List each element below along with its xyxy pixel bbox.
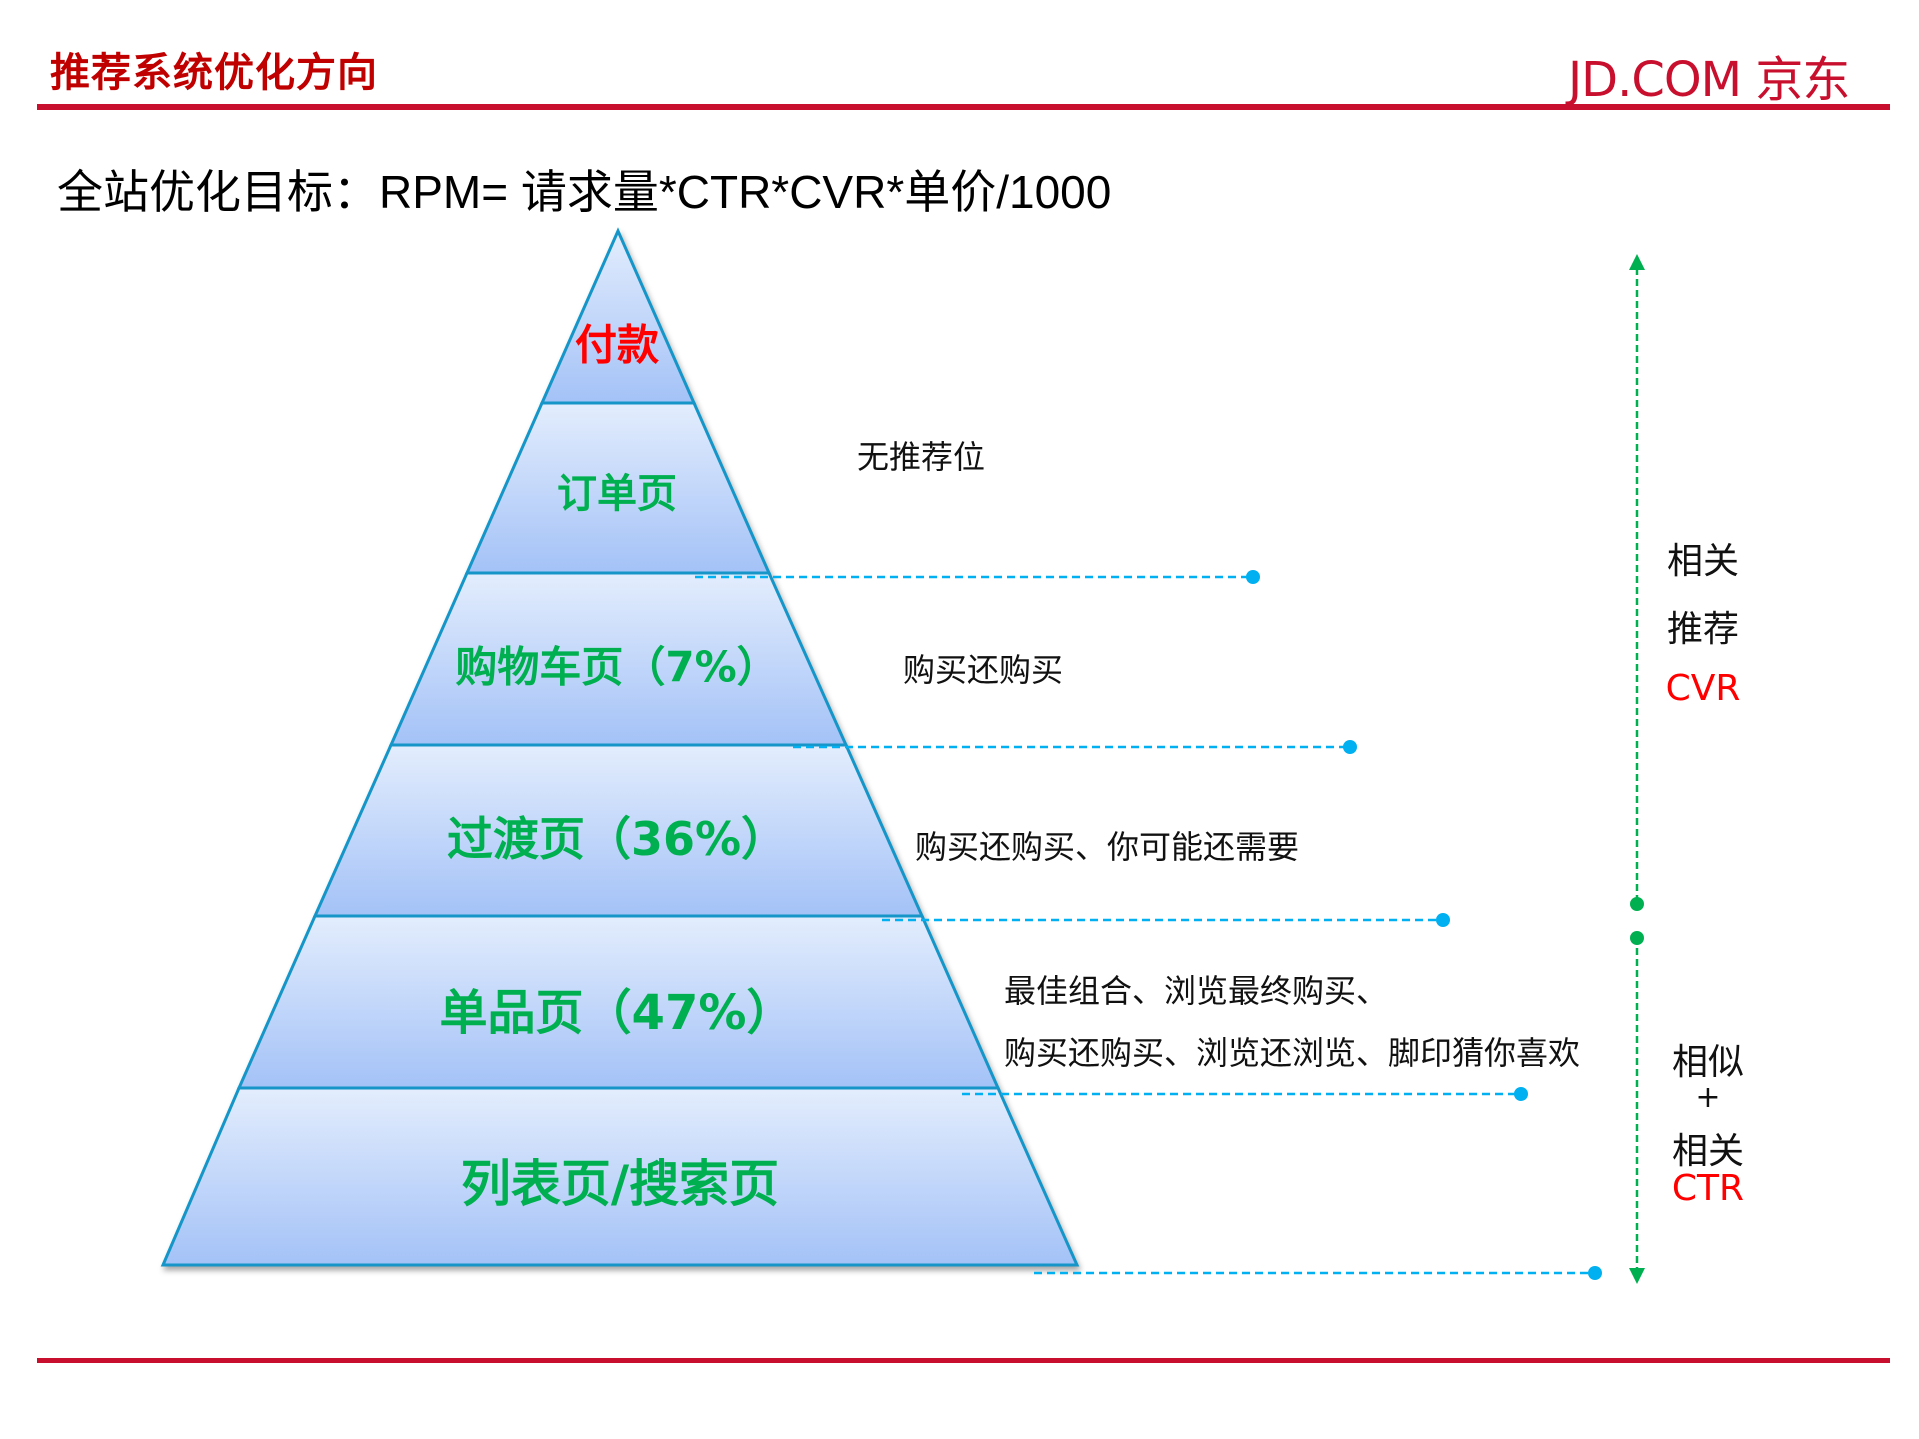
tier-label-list-search: 列表页/搜索页 — [460, 1155, 780, 1213]
bracket-upper-line2: 推荐 — [1666, 609, 1739, 650]
connector-dot — [1343, 740, 1357, 754]
footer-divider — [37, 1358, 1890, 1363]
formula-prefix: 全站优化目标： — [57, 165, 379, 219]
bracket-upper-metric: CVR — [1665, 668, 1741, 709]
jd-logo: JD.COM 京东 — [1568, 52, 1850, 108]
arrow-up-icon — [1629, 254, 1645, 270]
connector-dot — [1588, 1266, 1602, 1280]
bracket-lower-plus: + — [1695, 1080, 1721, 1115]
tier-list-search — [160, 1086, 1080, 1267]
bracket-dot-upper — [1630, 897, 1644, 911]
annotation-order: 无推荐位 — [857, 438, 986, 476]
tier-label-item: 单品页（47%） — [439, 985, 795, 1041]
optimization-goal-formula: 全站优化目标：RPM= 请求量*CTR*CVR*单价/1000 — [57, 156, 1111, 222]
connector-lines — [695, 575, 1595, 1275]
annotation-item-line1: 最佳组合、浏览最终购买、 — [1004, 972, 1389, 1010]
tier-label-cart: 购物车页（7%） — [455, 642, 779, 692]
header-divider — [37, 104, 1890, 110]
connector-dot — [1436, 913, 1450, 927]
connector-dots — [1246, 570, 1602, 1280]
arrow-down-icon — [1629, 1268, 1645, 1284]
annotation-cart: 购买还购买 — [903, 651, 1064, 689]
formula-expression: RPM= 请求量*CTR*CVR*单价/1000 — [379, 166, 1112, 218]
connector-dot — [1514, 1087, 1528, 1101]
bracket-upper-line1: 相关 — [1666, 541, 1739, 582]
annotation-item-line2: 购买还购买、浏览还浏览、脚印猜你喜欢 — [1004, 1034, 1581, 1072]
tier-label-transition: 过渡页（36%） — [446, 812, 788, 866]
annotation-transition: 购买还购买、你可能还需要 — [915, 828, 1300, 866]
bracket-lower-metric: CTR — [1671, 1168, 1745, 1209]
slide-title: 推荐系统优化方向 — [50, 50, 378, 96]
pyramid-tiers — [160, 227, 1080, 1267]
connector-dot — [1246, 570, 1260, 584]
bracket-dot-lower — [1630, 931, 1644, 945]
tier-label-order: 订单页 — [557, 471, 677, 517]
bracket-lower-line3: 相关 — [1671, 1131, 1744, 1172]
bracket-lower-line1: 相似 — [1671, 1042, 1744, 1083]
tier-label-payment: 付款 — [574, 320, 660, 370]
